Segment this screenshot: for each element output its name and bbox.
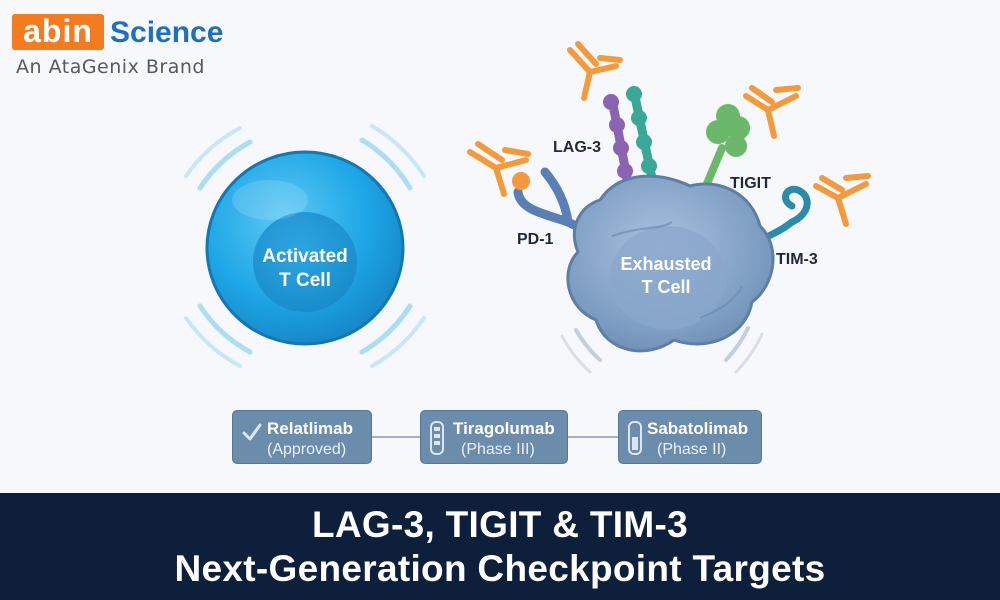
logo-science-text: Science <box>110 16 224 49</box>
banner-title-line1: LAG-3, TIGIT & TIM-3 <box>312 504 688 545</box>
check-icon <box>242 423 262 441</box>
antibody-icon <box>567 41 623 101</box>
title-banner: LAG-3, TIGIT & TIM-3 Next-Generation Che… <box>0 493 1000 600</box>
tigit-receptor <box>694 104 750 209</box>
lag3-label: LAG-3 <box>553 139 601 156</box>
logo-badge <box>12 14 104 50</box>
tigit-label: TIGIT <box>730 175 771 192</box>
vial-icon <box>430 421 444 455</box>
exhausted-cell-label-line1: Exhausted <box>620 254 711 274</box>
brand-tagline: An AtaGenix Brand <box>16 56 205 78</box>
activated-cell-label-line1: Activated <box>262 246 348 267</box>
drug-card-tiragolumab: Tiragolumab (Phase III) <box>420 410 568 464</box>
checkpoint-diagram: Activated T Cell <box>184 41 871 374</box>
activated-cell-label-line2: T Cell <box>279 270 331 291</box>
activation-waves <box>184 124 426 368</box>
drug-card-relatlimab: Relatlimab (Approved) <box>232 410 372 464</box>
pd1-label: PD-1 <box>517 231 554 248</box>
tim3-label: TIM-3 <box>776 251 818 268</box>
drug-status: (Approved) <box>267 441 347 458</box>
pipeline-connector <box>568 436 618 438</box>
drug-name: Tiragolumab <box>453 419 555 438</box>
exhausted-cell-label-line2: T Cell <box>641 277 690 297</box>
brand-logo: abin Science An AtaGenix Brand <box>12 10 252 80</box>
drug-status: (Phase II) <box>657 441 727 458</box>
antibody-icon <box>743 85 801 139</box>
drug-name: Relatlimab <box>267 419 353 438</box>
vial-icon <box>628 421 642 455</box>
drug-card-sabatolimab: Sabatolimab (Phase II) <box>618 410 762 464</box>
activated-t-cell: Activated T Cell <box>205 150 405 346</box>
pipeline-connector <box>372 436 420 438</box>
exhausted-t-cell: Exhausted T Cell <box>566 174 775 353</box>
drug-name: Sabatolimab <box>647 419 749 438</box>
antibody-icon <box>467 141 531 197</box>
banner-title-line2: Next-Generation Checkpoint Targets <box>174 548 826 589</box>
antibody-icon <box>813 173 871 227</box>
drug-status: (Phase III) <box>461 441 535 458</box>
exhausted-waves <box>560 326 764 374</box>
logo-abin-text: abin <box>23 13 93 49</box>
antibodies <box>467 41 871 227</box>
